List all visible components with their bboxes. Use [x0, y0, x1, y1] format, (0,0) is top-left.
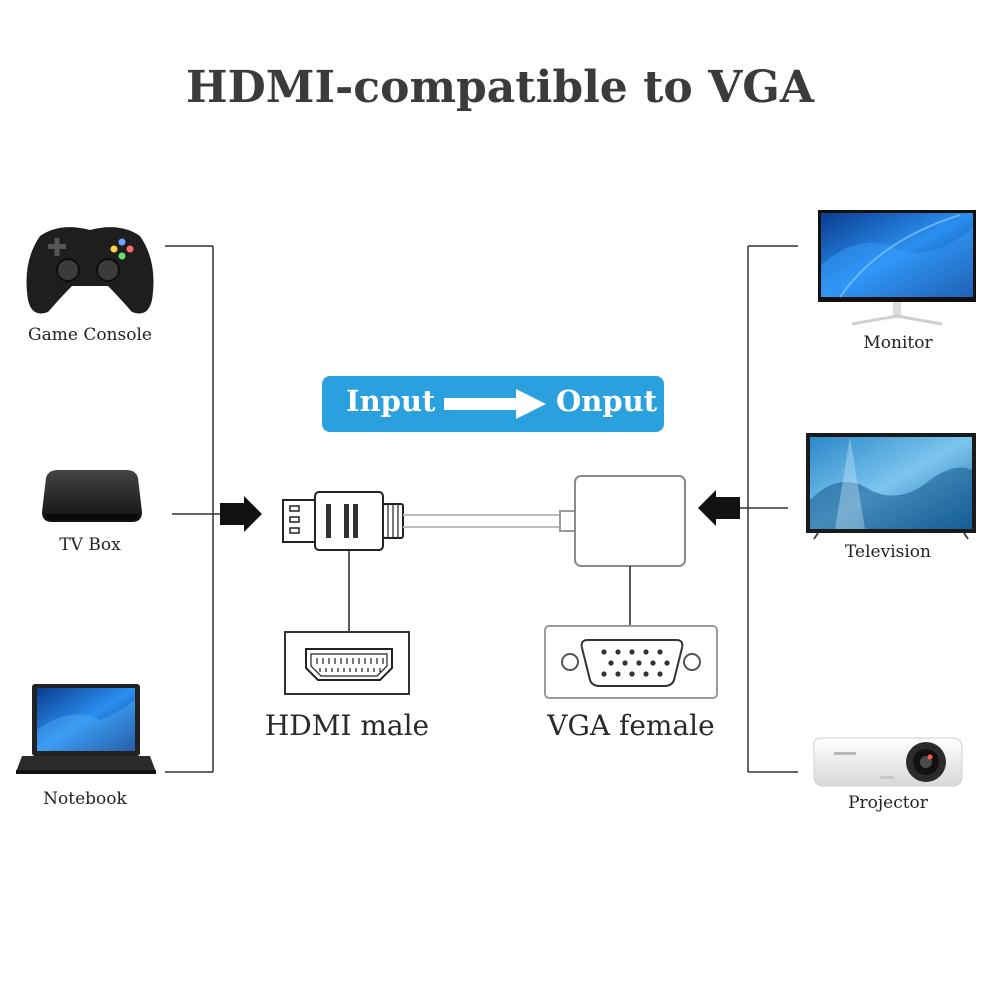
adapter-cable	[403, 510, 576, 532]
input-label: Input	[346, 384, 436, 418]
tv-box-icon	[42, 470, 142, 522]
flow-arrow-icon	[444, 389, 546, 419]
input-bracket	[165, 245, 225, 773]
output-bracket	[735, 245, 798, 773]
projector-icon	[813, 737, 963, 787]
television-icon	[806, 433, 976, 540]
input-device-label: Notebook	[43, 789, 127, 809]
input-device-label: TV Box	[59, 535, 121, 555]
vga-port-icon	[544, 625, 718, 699]
input-device-label: Game Console	[28, 325, 152, 345]
input-output-banner: Input Onput	[322, 376, 664, 432]
game-controller-icon	[26, 227, 154, 314]
vga-female-label: VGA female	[547, 709, 715, 742]
output-arrow-icon	[698, 490, 740, 526]
output-device-label: Projector	[848, 793, 928, 813]
hdmi-plug	[282, 491, 404, 551]
output-device-label: Monitor	[863, 333, 933, 353]
monitor-icon	[818, 210, 976, 326]
output-label: Onput	[556, 384, 658, 418]
input-arrow-icon	[220, 496, 262, 532]
hdmi-male-label: HDMI male	[264, 709, 430, 742]
diagram-title: HDMI-compatible to VGA	[186, 62, 814, 113]
laptop-icon	[16, 684, 156, 774]
hdmi-port-icon	[284, 631, 410, 695]
output-device-label: Television	[845, 542, 931, 562]
vga-adapter-body	[574, 475, 686, 567]
